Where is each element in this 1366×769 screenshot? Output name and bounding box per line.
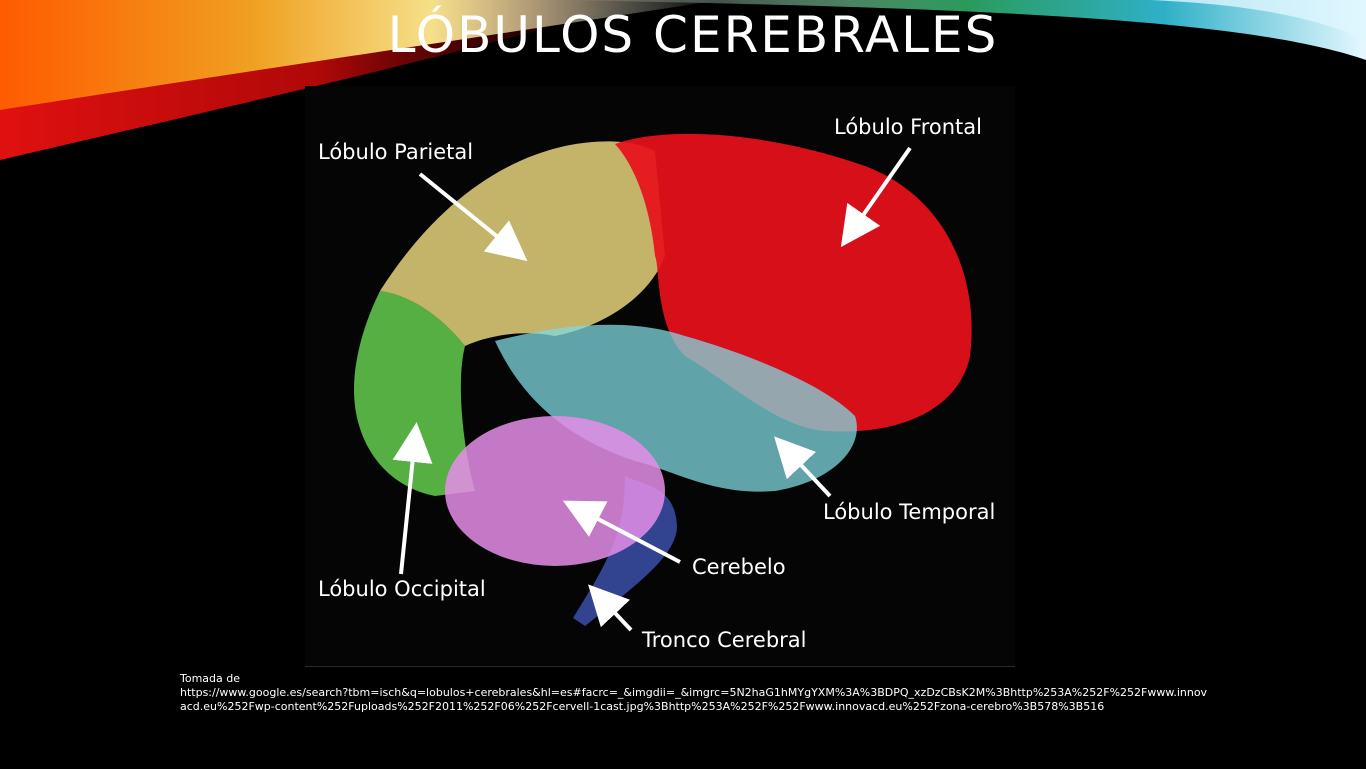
label-cerebelo: Cerebelo [692, 555, 786, 579]
temporal-lobe-region [495, 324, 857, 492]
slide-title: LÓBULOS CEREBRALES [387, 6, 999, 64]
cerebelo-region [445, 416, 665, 566]
arrow-tronco [588, 584, 633, 632]
brain-lobes-diagram: Lóbulo Parietal Lóbulo Frontal Lóbulo Te… [305, 86, 1015, 667]
arrow-temporal [774, 436, 832, 498]
arrow-cerebelo [562, 500, 681, 564]
caption-prefix: Tomada de [180, 672, 241, 685]
arrow-occipital [392, 422, 433, 575]
image-source-caption: Tomada de https://www.google.es/search?t… [180, 672, 1210, 714]
label-lobulo-parietal: Lóbulo Parietal [318, 140, 474, 164]
decorative-swoosh-banner [0, 0, 1366, 160]
arrow-frontal [840, 146, 912, 248]
label-lobulo-temporal: Lóbulo Temporal [823, 500, 996, 524]
arrow-parietal [418, 172, 528, 262]
caption-source-url[interactable]: https://www.google.es/search?tbm=isch&q=… [180, 686, 1208, 713]
occipital-lobe-region [354, 291, 475, 496]
label-lobulo-occipital: Lóbulo Occipital [318, 577, 486, 601]
label-tronco-cerebral: Tronco Cerebral [642, 628, 807, 652]
label-lobulo-frontal: Lóbulo Frontal [834, 115, 982, 139]
